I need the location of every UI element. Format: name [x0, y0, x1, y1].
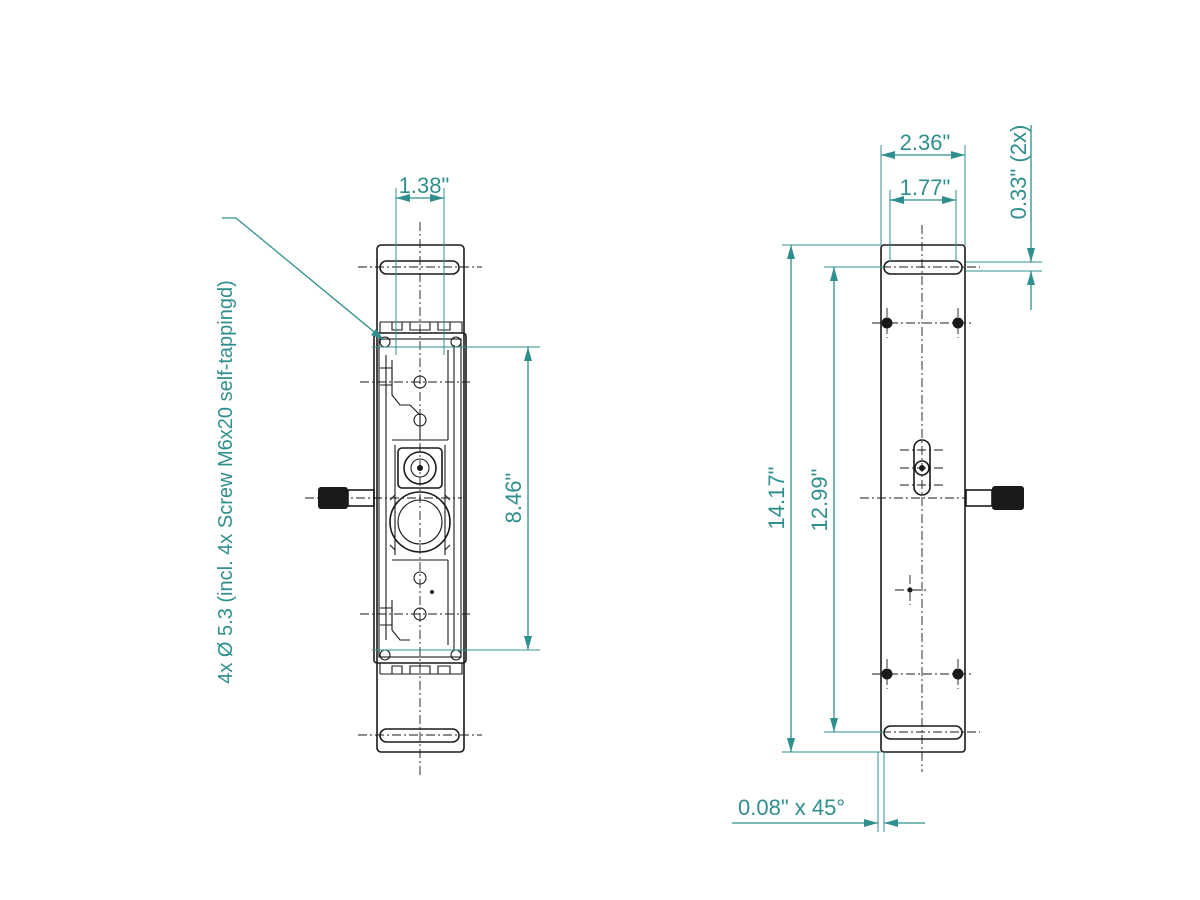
- front-spacing-arrow-top: [524, 347, 532, 361]
- side-hole-tl: [881, 317, 893, 329]
- side-hole-bl: [881, 668, 893, 680]
- side-connector-body: [965, 489, 993, 507]
- front-plate-outline: [376, 244, 465, 753]
- side-length-arrow-bottom: [787, 738, 795, 752]
- side-keyhole-slot: [913, 439, 931, 496]
- front-mount-hole-bl: [379, 649, 391, 661]
- side-plate-outline: [880, 244, 966, 753]
- side-length-arrow-top: [787, 245, 795, 259]
- side-small-hole: [907, 587, 913, 593]
- side-overall-width-arrow-right: [951, 151, 965, 159]
- front-bottom-slot: [379, 728, 460, 743]
- front-width-label: 1.38": [399, 173, 450, 198]
- side-overall-width-arrow-left: [881, 151, 895, 159]
- side-slot-spacing-arrow-bottom: [830, 718, 838, 732]
- side-chamfer-arrow-right: [884, 819, 898, 827]
- front-spacing-label: 8.46": [501, 473, 526, 524]
- front-width-arrow-right: [430, 194, 444, 202]
- front-latch-bottom-left: [380, 607, 393, 626]
- front-hole-leader-arrow: [371, 329, 384, 340]
- side-connector-plug: [992, 486, 1024, 510]
- side-slot-offset-label: 0.33" (2x): [1006, 125, 1031, 220]
- side-slot-offset-arrow-bottom: [1027, 271, 1035, 285]
- front-connector-plug: [318, 487, 348, 509]
- front-profile-bottom: [379, 663, 463, 675]
- front-hole-note: 4x Ø 5.3 (incl. 4x Screw M6x20 self-tapp…: [215, 280, 237, 684]
- front-inner-channel-right: [447, 345, 455, 650]
- side-slot-spacing-arrow-top: [830, 267, 838, 281]
- side-length-label: 14.17": [764, 467, 789, 530]
- front-view: 1.38" 8.46" 4x Ø 5.3 (incl. 4x Screw M6x…: [215, 173, 540, 775]
- side-chamfer-label: 0.08" x 45°: [738, 795, 845, 820]
- side-inner-width-arrow-right: [942, 196, 956, 204]
- side-overall-width-label: 2.36": [900, 130, 951, 155]
- side-inner-width-label: 1.77": [900, 175, 951, 200]
- front-profile-top: [379, 321, 463, 333]
- front-hole-leader: [222, 217, 385, 341]
- side-slot-spacing-label: 12.99": [807, 469, 832, 532]
- side-bottom-slot: [883, 725, 963, 740]
- front-mount-hole-br: [450, 649, 462, 661]
- front-top-slot: [379, 260, 460, 275]
- front-width-arrow-left: [396, 194, 410, 202]
- front-latch-top-left: [380, 367, 393, 386]
- front-pulley-teeth: [389, 494, 451, 551]
- front-spacing-arrow-bottom: [524, 636, 532, 650]
- side-chamfer-arrow-left: [864, 819, 878, 827]
- side-top-slot: [883, 260, 963, 275]
- side-inner-width-arrow-left: [890, 196, 904, 204]
- side-slot-offset-arrow-top: [1027, 248, 1035, 262]
- front-dot: [430, 590, 434, 594]
- side-view: 2.36" 1.77" 0.33" (2x) 14.17" 12.99": [732, 125, 1042, 832]
